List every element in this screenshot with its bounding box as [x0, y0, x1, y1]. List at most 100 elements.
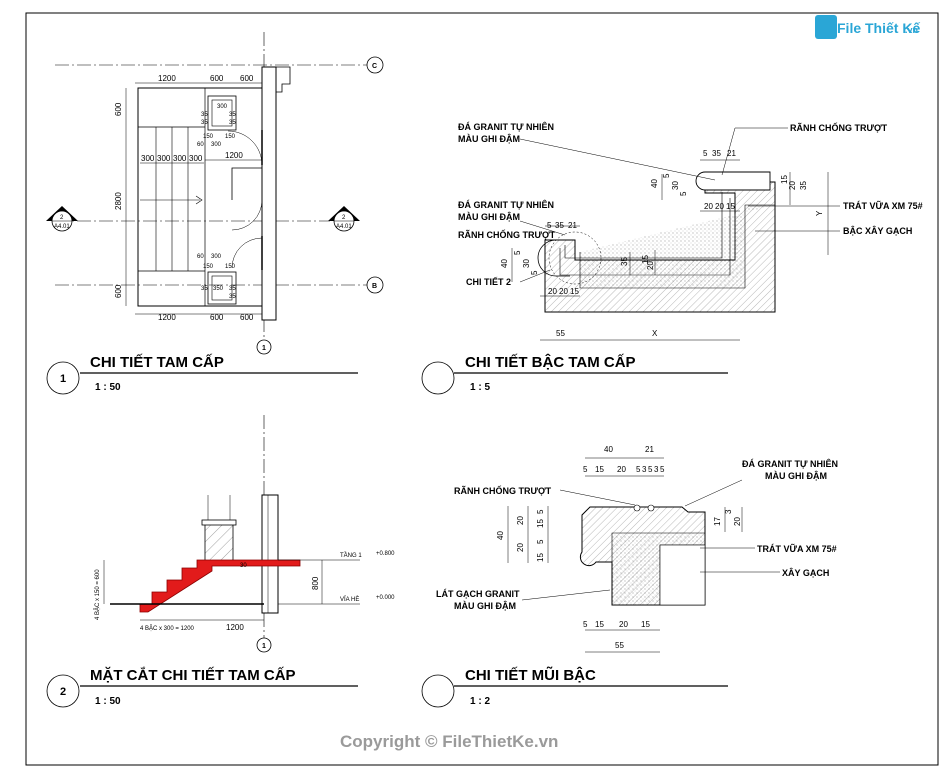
nosing-labels: RÃNH CHỐNG TRƯỢT ĐÁ GRANIT TỰ NHIÊN MÀU …	[436, 445, 838, 650]
plan-left-dim-2: 2800	[114, 192, 123, 210]
grid-bubble-c: C	[372, 63, 377, 70]
sd-left-a-3: 30	[671, 181, 680, 190]
logo-suffix: .vn	[905, 25, 918, 35]
plan-detail	[55, 32, 375, 340]
title-block-2: CHI TIẾT BẬC TAM CẤP 1 : 5	[421, 353, 728, 395]
sd-y-dim: Y	[815, 210, 824, 216]
nosing-right-1: 17	[713, 517, 722, 526]
nosing-left-3: 15	[536, 519, 545, 528]
nosing-top-2: 15	[595, 465, 604, 474]
section-marker-left-num: 2	[60, 215, 64, 221]
level-pave-label: VỈA HÈ	[340, 596, 359, 603]
plan-step-dim-3: 300	[173, 154, 187, 163]
plan-top-dim-2: 600	[210, 74, 224, 83]
sd-left-a-1: 40	[650, 179, 659, 188]
nosing-left-5: 5	[536, 539, 545, 544]
sd-base-x: X	[652, 329, 658, 338]
plan-upper-small-7: 300	[211, 142, 222, 148]
nosing-top-total-2: 21	[645, 445, 654, 454]
plan-lower-small-4: 150	[225, 264, 236, 270]
level-floor-label: TẦNG 1	[340, 552, 362, 559]
brick-step-label: BẬC XÂY GẠCH	[843, 225, 912, 236]
nosing-granite-label-1: ĐÁ GRANIT TỰ NHIÊN	[742, 458, 838, 469]
sd-right-a-3: 35	[799, 181, 808, 190]
nosing-bottom-1: 5	[583, 620, 588, 629]
sd-mid-a-3: 15	[726, 202, 735, 211]
title-3: MẶT CẮT CHI TIẾT TAM CẤP	[90, 666, 296, 684]
section-height-dim: 800	[311, 576, 320, 590]
scale-2: 1 : 5	[470, 382, 490, 393]
nosing-left-4: 20	[516, 543, 525, 552]
plan-bottom-dim-3: 600	[240, 313, 254, 322]
scale-3: 1 : 50	[95, 696, 121, 707]
sd-left-a-4: 5	[679, 191, 688, 196]
plan-upper-small-5: 150	[225, 134, 236, 140]
title-2: CHI TIẾT BẬC TAM CẤP	[465, 353, 636, 371]
nosing-right-3: 20	[733, 517, 742, 526]
plan-step-dim-1200: 1200	[225, 151, 243, 160]
title-block-1: 1 CHI TIẾT TAM CẤP 1 : 50	[46, 354, 358, 395]
plan-left-dim-3: 600	[114, 284, 123, 298]
plan-lower-small-8: 35	[229, 294, 236, 300]
sd-mid-b-1: 35	[620, 257, 629, 266]
grid-bubble-1-section: 1	[262, 643, 266, 650]
sd-mid-b-3: 20	[646, 261, 655, 270]
nosing-left-1: 20	[516, 516, 525, 525]
section-marker-right-num: 2	[342, 215, 346, 221]
sd-base-55: 55	[556, 329, 565, 338]
nosing-drawing	[507, 457, 780, 653]
title-number-3: 2	[60, 686, 66, 698]
nosing-brick-label: XÂY GẠCH	[782, 567, 829, 578]
sd-left-b-1: 40	[500, 259, 509, 268]
steps-horizontal-dim: 4 BẬC x 300 = 1200	[140, 625, 195, 632]
nosing-left-2: 5	[536, 509, 545, 514]
steps-vertical-dim: 4 BẬC x 150 = 600	[94, 569, 101, 620]
plan-grid-bubbles: C B 1	[256, 56, 384, 355]
plan-bottom-dim-2: 600	[210, 313, 224, 322]
sd-mid-b-2: 15	[641, 255, 650, 264]
nosing-top-7: 3	[654, 465, 659, 474]
level-floor-value: +0.800	[376, 551, 395, 557]
sd-bot-b-3: 15	[570, 287, 579, 296]
plan-lower-small-1: 60	[197, 254, 204, 260]
plan-left-dim-1: 600	[114, 102, 123, 116]
sd-top-a-3: 21	[727, 149, 736, 158]
plan-top-dim-3: 600	[240, 74, 254, 83]
nosing-left-6: 15	[536, 553, 545, 562]
step-detail-labels: ĐÁ GRANIT TỰ NHIÊN MÀU GHI ĐẬM RÃNH CHỐN…	[458, 121, 923, 338]
sd-bot-b-2: 20	[559, 287, 568, 296]
sd-top-a-2: 35	[712, 149, 721, 158]
sd-left-b-3: 30	[522, 259, 531, 268]
plan-upper-small-4: 150	[203, 134, 214, 140]
sd-right-a-1: 15	[780, 175, 789, 184]
title-1: CHI TIẾT TAM CẤP	[90, 354, 224, 371]
sd-left-b-4: 5	[530, 270, 539, 275]
nosing-top-8: 5	[660, 465, 665, 474]
plan-upper-small-9: 35	[229, 120, 236, 126]
nosing-top-3: 20	[617, 465, 626, 474]
sheet-border	[25, 12, 939, 766]
plan-upper-small-1: 300	[217, 104, 228, 110]
nosing-right-2: 3	[724, 509, 733, 514]
scale-1: 1 : 50	[95, 382, 121, 393]
sd-left-a-2: 5	[662, 173, 671, 178]
sd-top-b-3: 21	[568, 221, 577, 230]
plan-lower-small-5: 35	[201, 286, 208, 292]
plan-upper-small-3: 35	[229, 112, 236, 118]
nosing-top-5: 3	[642, 465, 647, 474]
granite-mid-label-2: MÀU GHI ĐẬM	[458, 211, 520, 222]
plan-upper-small-6: 60	[197, 142, 204, 148]
sd-top-a-1: 5	[703, 149, 708, 158]
section-30-dim: 30	[240, 563, 247, 569]
level-pave-value: +0.000	[376, 595, 395, 601]
nosing-bottom-2: 15	[595, 620, 604, 629]
section-drawing	[103, 415, 360, 650]
nosing-granite-label-2: MÀU GHI ĐẬM	[765, 470, 827, 481]
sd-mid-a-1: 20	[704, 202, 713, 211]
sd-bot-b-1: 20	[548, 287, 557, 296]
plan-upper-small-8: 35	[201, 120, 208, 126]
section-labels: TẦNG 1 +0.800 VỈA HÈ +0.000 800 4 BẬC x …	[94, 551, 395, 653]
granite-top-label-2: MÀU GHI ĐẬM	[458, 133, 520, 144]
grid-bubble-b: B	[372, 283, 377, 290]
